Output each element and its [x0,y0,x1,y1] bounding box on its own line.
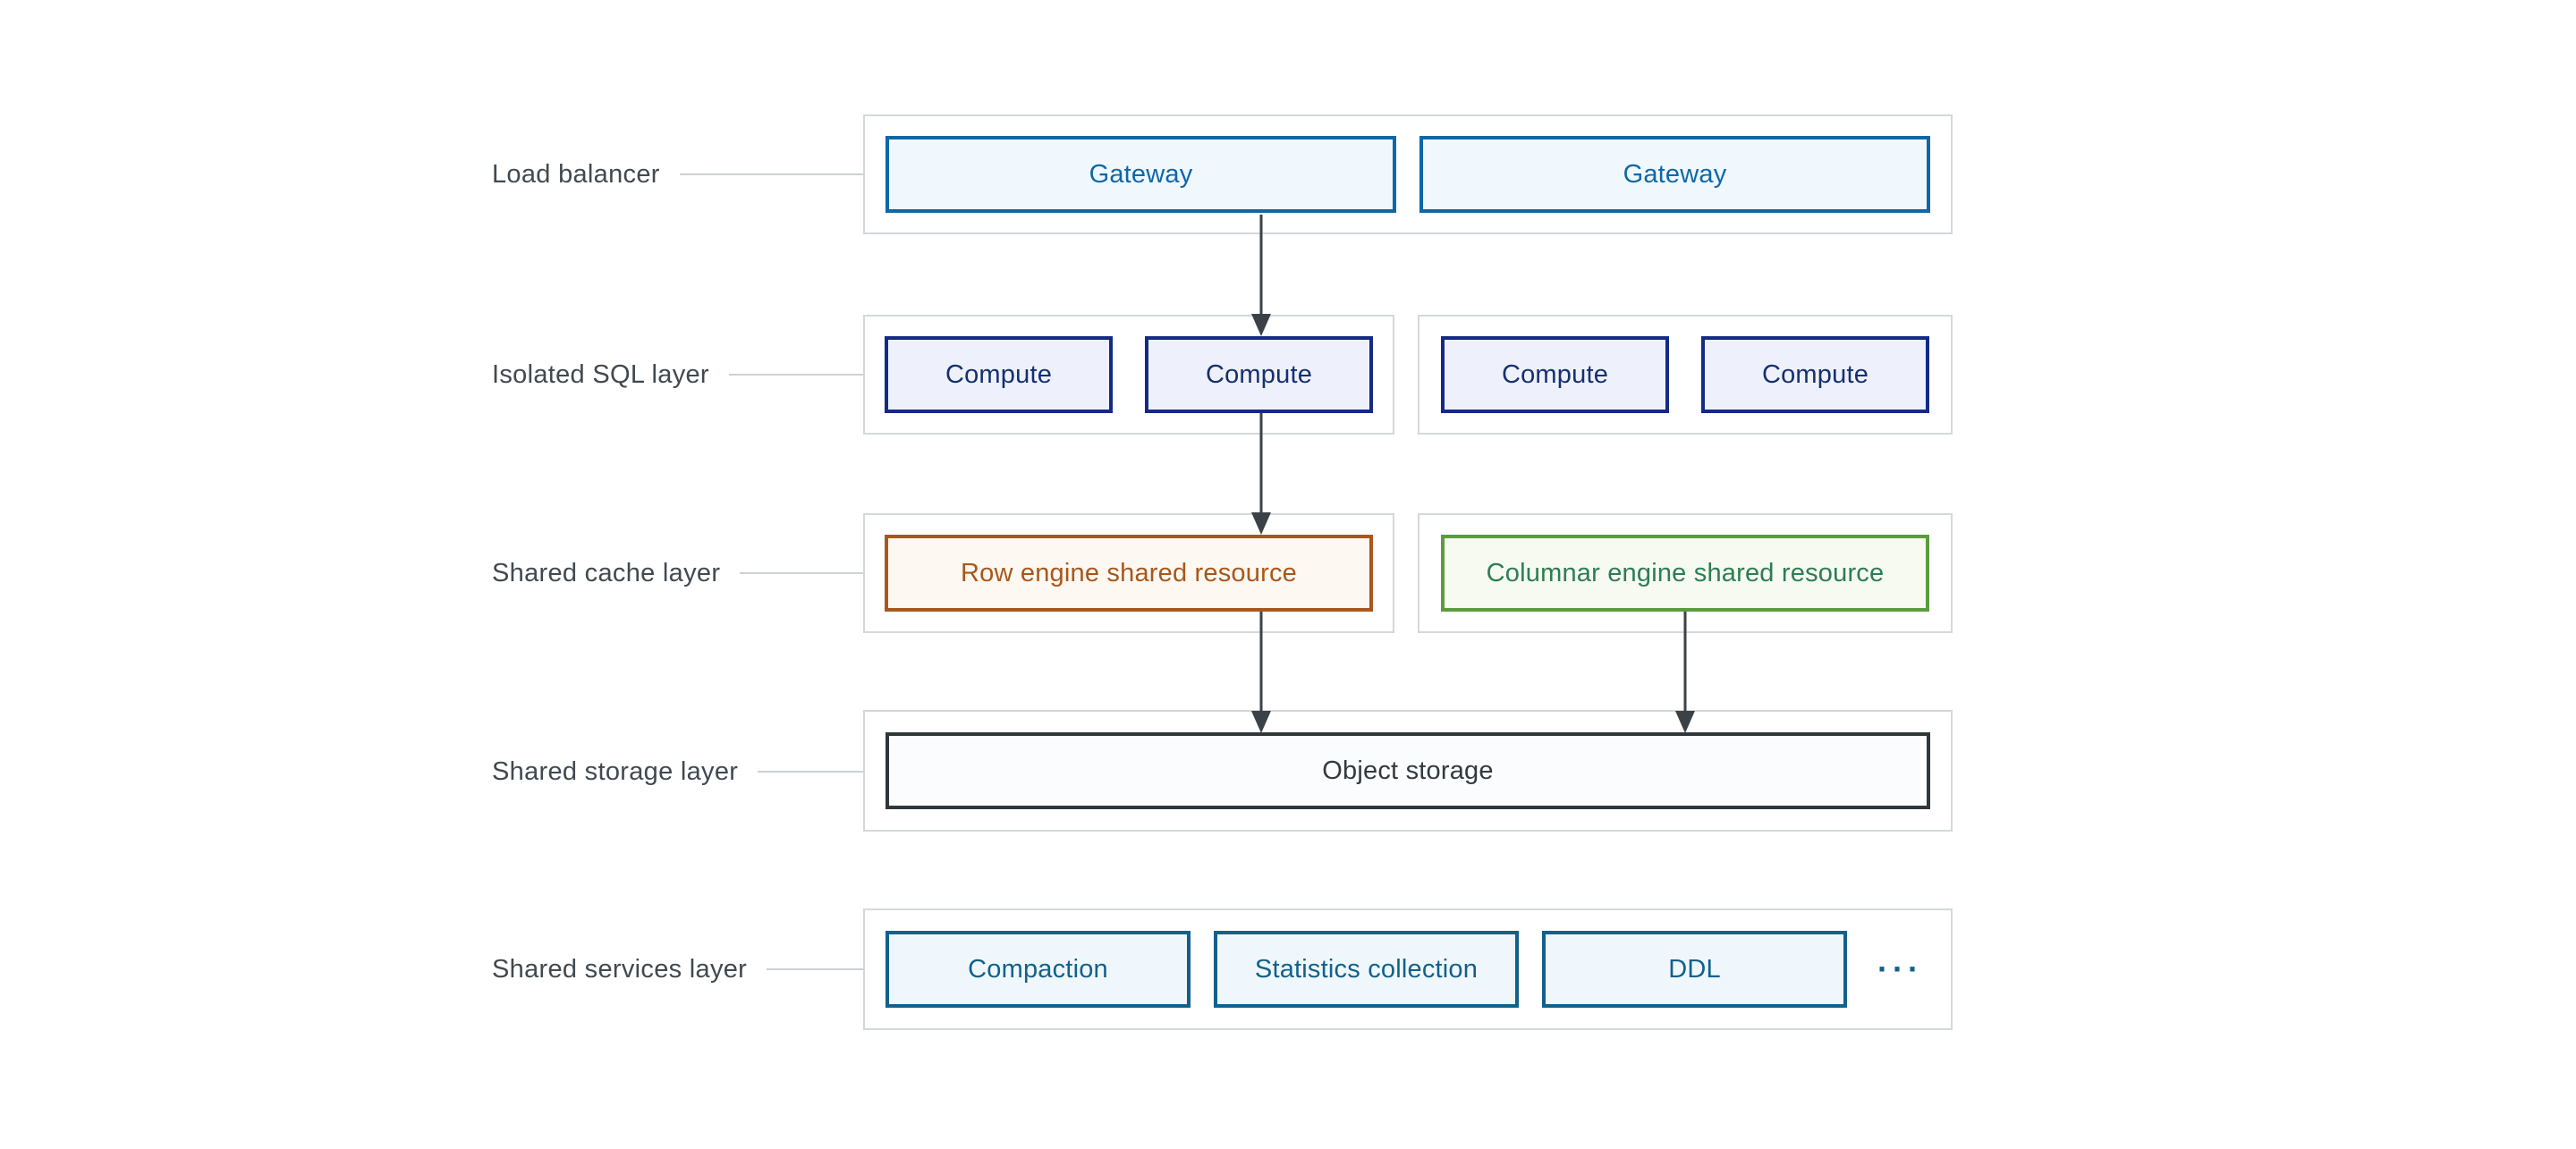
row-engine-node: Row engine shared resource [885,535,1373,612]
columnar-engine-node: Columnar engine shared resource [1441,535,1929,612]
cache-group-right: Columnar engine shared resource [1418,513,1953,633]
layer-label-shared-storage: Shared storage layer [492,752,863,791]
layer-label-text: Isolated SQL layer [492,359,709,389]
layer-label-text: Shared services layer [492,954,748,984]
label-connector-line [728,374,863,376]
load-balancer-group: Gateway Gateway [863,114,1953,234]
storage-group: Object storage [863,710,1953,832]
layer-label-text: Shared storage layer [492,756,739,786]
label-connector-line [767,968,863,970]
sql-group-right: Compute Compute [1418,315,1953,435]
statistics-collection-node: Statistics collection [1214,931,1519,1008]
compute-node-1: Compute [885,336,1113,413]
layer-label-isolated-sql: Isolated SQL layer [492,355,863,394]
label-connector-line [679,173,863,175]
layer-label-shared-cache: Shared cache layer [492,553,863,593]
layer-label-text: Shared cache layer [492,558,721,587]
sql-group-left: Compute Compute [863,315,1394,435]
cache-group-left: Row engine shared resource [863,513,1394,633]
layer-label-load-balancer: Load balancer [492,155,863,194]
compute-node-2: Compute [1145,336,1373,413]
compaction-node: Compaction [886,931,1191,1008]
object-storage-node: Object storage [886,732,1930,809]
layer-label-text: Load balancer [492,159,660,189]
more-services-ellipsis-icon: ··· [1877,950,1923,987]
label-connector-line [740,572,863,574]
compute-node-4: Compute [1701,336,1929,413]
gateway-node-2: Gateway [1419,136,1930,213]
gateway-node-1: Gateway [886,136,1396,213]
label-connector-line [758,771,863,773]
services-group: Compaction Statistics collection DDL ··· [863,908,1953,1030]
compute-node-3: Compute [1441,336,1669,413]
ddl-node: DDL [1542,931,1847,1008]
layer-label-shared-services: Shared services layer [492,950,863,989]
